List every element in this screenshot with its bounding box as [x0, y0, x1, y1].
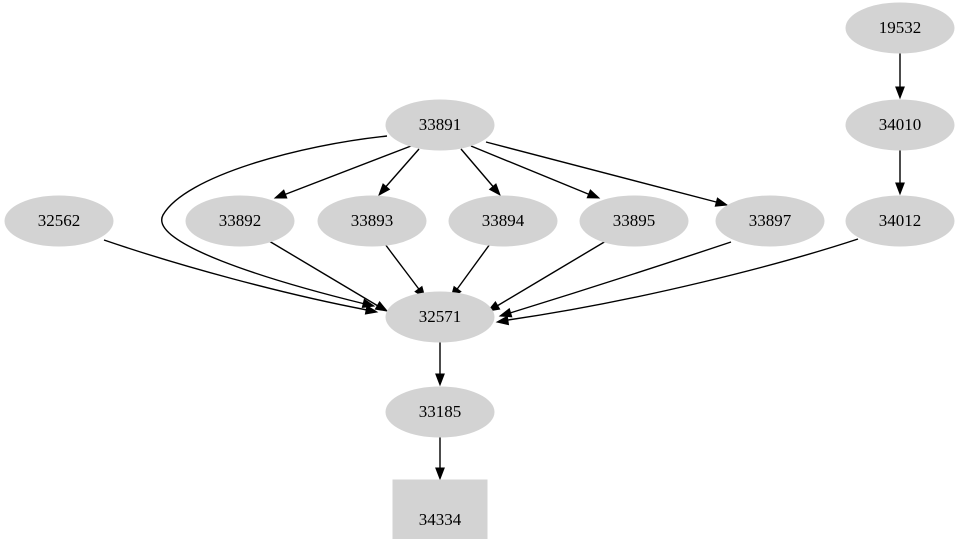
node-ellipse-shape[interactable] — [715, 195, 825, 247]
node-label-34010: 34010 — [879, 115, 922, 134]
arrowhead-icon — [273, 189, 288, 199]
graph-node-34334[interactable]: 34334 — [392, 479, 488, 539]
node-ellipse-shape[interactable] — [317, 195, 427, 247]
edge-33891-to-33897 — [485, 141, 729, 207]
graph-node-34012[interactable]: 34012 — [845, 195, 955, 247]
node-label-33891: 33891 — [419, 115, 462, 134]
edge-33892-to-32571 — [268, 240, 389, 312]
edge-line — [470, 145, 594, 197]
node-label-34334: 34334 — [419, 510, 462, 529]
edge-line — [280, 145, 412, 197]
edge-line — [485, 141, 721, 204]
edges-layer — [103, 53, 905, 481]
arrowhead-icon — [435, 373, 445, 387]
edge-33894-to-32571 — [450, 243, 491, 300]
graph-node-32571[interactable]: 32571 — [385, 291, 495, 343]
graph-node-33892[interactable]: 33892 — [185, 195, 295, 247]
node-ellipse-shape[interactable] — [4, 195, 114, 247]
arrowhead-icon — [895, 86, 905, 100]
node-label-34012: 34012 — [879, 211, 922, 230]
arrowhead-icon — [435, 467, 445, 481]
graph-node-34010[interactable]: 34010 — [845, 99, 955, 151]
edge-34012-to-32571 — [495, 238, 859, 326]
graph-node-33894[interactable]: 33894 — [448, 195, 558, 247]
edge-33891-to-33894 — [460, 148, 501, 197]
arrowhead-icon — [714, 197, 729, 207]
node-ellipse-shape[interactable] — [185, 195, 295, 247]
graph-node-33891[interactable]: 33891 — [385, 99, 495, 151]
node-ellipse-shape[interactable] — [579, 195, 689, 247]
edge-33891-to-33892 — [273, 145, 412, 199]
edge-line — [509, 241, 732, 314]
node-label-33894: 33894 — [482, 211, 525, 230]
node-label-33185: 33185 — [419, 402, 462, 421]
graph-node-19532[interactable]: 19532 — [845, 2, 955, 54]
edge-32571-to-33185 — [435, 342, 445, 387]
node-label-32571: 32571 — [419, 307, 462, 326]
edge-line — [382, 148, 420, 191]
node-ellipse-shape[interactable] — [385, 99, 495, 151]
node-label-19532: 19532 — [879, 18, 922, 37]
node-label-33892: 33892 — [219, 211, 262, 230]
arrowhead-icon — [374, 300, 389, 312]
arrowhead-icon — [378, 183, 391, 197]
node-label-33897: 33897 — [749, 211, 792, 230]
edge-line — [496, 240, 607, 307]
arrowhead-icon — [895, 182, 905, 196]
node-ellipse-shape[interactable] — [385, 386, 495, 438]
arrowhead-icon — [364, 304, 379, 315]
edge-line — [460, 148, 497, 191]
arrowhead-icon — [495, 315, 510, 326]
edge-33891-to-33895 — [470, 145, 601, 199]
edge-line — [268, 240, 379, 307]
edge-33891-to-32571 — [161, 135, 388, 308]
node-label-32562: 32562 — [38, 211, 81, 230]
graph-node-33897[interactable]: 33897 — [715, 195, 825, 247]
edge-line — [454, 243, 491, 293]
graph-node-32562[interactable]: 32562 — [4, 195, 114, 247]
arrowhead-icon — [488, 183, 501, 197]
edge-33897-to-32571 — [498, 241, 732, 318]
node-ellipse-shape[interactable] — [845, 99, 955, 151]
edge-33893-to-32571 — [384, 243, 426, 300]
graph-node-33895[interactable]: 33895 — [579, 195, 689, 247]
edge-32562-to-32571 — [103, 239, 379, 315]
node-ellipse-shape[interactable] — [845, 195, 955, 247]
node-ellipse-shape[interactable] — [448, 195, 558, 247]
graph-node-33185[interactable]: 33185 — [385, 386, 495, 438]
node-ellipse-shape[interactable] — [385, 291, 495, 343]
edge-line — [507, 238, 859, 321]
edge-34010-to-34012 — [895, 150, 905, 196]
edge-line — [384, 243, 422, 293]
node-label-33895: 33895 — [613, 211, 656, 230]
node-label-33893: 33893 — [351, 211, 394, 230]
edge-line — [161, 135, 388, 305]
node-ellipse-shape[interactable] — [845, 2, 955, 54]
edge-33891-to-33893 — [378, 148, 420, 197]
arrowhead-icon — [498, 307, 513, 318]
nodes-layer: 19532 34010 34012 33891 32562 33892 33893 33894… — [4, 2, 955, 539]
edge-19532-to-34010 — [895, 53, 905, 100]
edge-line — [103, 239, 368, 311]
node-box-shape[interactable] — [392, 479, 488, 539]
arrowhead-icon — [586, 189, 601, 199]
graph-node-33893[interactable]: 33893 — [317, 195, 427, 247]
edge-33895-to-32571 — [486, 240, 607, 312]
edge-33185-to-34334 — [435, 437, 445, 481]
